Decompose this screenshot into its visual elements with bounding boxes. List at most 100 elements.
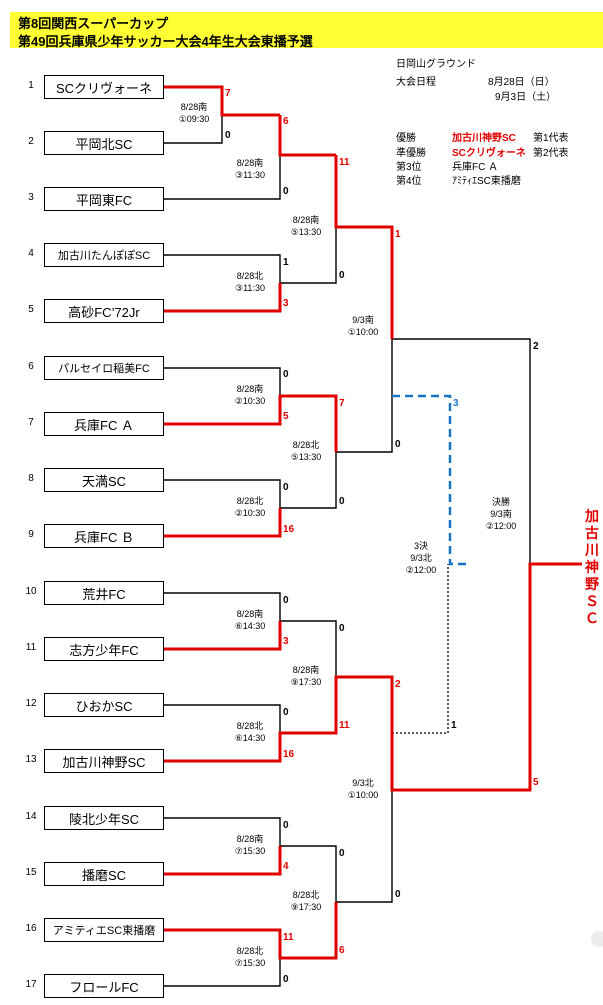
match-date: 8/28南	[236, 609, 264, 619]
tournament-title: 第8回関西スーパーカップ	[18, 16, 169, 31]
score: 7	[339, 398, 345, 409]
team-box: 兵庫FC Ａ	[44, 412, 164, 436]
match-date: 8/28南	[236, 158, 264, 168]
match-time: ③11:30	[235, 170, 265, 180]
match-label: 8/28北 ⑨17:30	[284, 889, 328, 913]
match-time: ⑦15:30	[234, 846, 266, 856]
result-team-1: 加古川神野SC	[452, 133, 516, 144]
match-time: ⑤13:30	[290, 452, 322, 462]
final-label: 決勝 9/3南 ②12:00	[478, 496, 524, 532]
match-date: 8/28南	[180, 102, 208, 112]
score: 2	[533, 341, 539, 352]
schedule-date-2: 9月3日（土）	[495, 92, 557, 103]
match-date: 8/28北	[236, 946, 264, 956]
match-time: ①10:00	[347, 327, 379, 337]
third-place-date: 9/3北	[410, 553, 432, 563]
score: 11	[283, 932, 294, 943]
match-label: 8/28南 ②10:30	[228, 383, 272, 407]
team-box: 平岡東FC	[44, 187, 164, 211]
score: 0	[395, 889, 401, 900]
match-date: 8/28北	[236, 271, 264, 281]
match-time: ②10:30	[234, 396, 266, 406]
schedule-label: 大会日程	[396, 77, 436, 88]
score: 6	[339, 945, 345, 956]
score: 11	[339, 157, 350, 168]
seed-number: 3	[28, 192, 34, 203]
score: 0	[339, 496, 345, 507]
score: 0	[225, 130, 231, 141]
third-place-title: 3決	[413, 541, 428, 551]
match-label: 8/28南 ⑤13:30	[284, 214, 328, 238]
score: 0	[283, 974, 289, 985]
score: 0	[283, 186, 289, 197]
match-date: 8/28北	[236, 721, 264, 731]
seed-number: 17	[25, 979, 37, 990]
match-label: 8/28南 ⑥14:30	[228, 608, 272, 632]
final-date: 9/3南	[490, 509, 512, 519]
match-label: 8/28北 ⑥14:30	[228, 720, 272, 744]
score: 1	[395, 229, 401, 240]
match-label: 8/28南 ①09:30	[172, 101, 216, 125]
team-box: フロールFC	[44, 974, 164, 998]
team-box: 志方少年FC	[44, 637, 164, 661]
seed-number: 9	[28, 529, 34, 540]
match-date: 8/28南	[292, 215, 320, 225]
score: 0	[395, 439, 401, 450]
score: 1	[283, 257, 289, 268]
score: 5	[283, 411, 289, 422]
team-box: パルセイロ稲美FC	[44, 356, 164, 380]
result-rank-4: 第4位	[396, 176, 422, 187]
venue: 日岡山グラウンド	[396, 59, 476, 70]
score: 3	[283, 298, 289, 309]
match-date: 8/28南	[292, 665, 320, 675]
score: 0	[283, 482, 289, 493]
score: 0	[283, 707, 289, 718]
seed-number: 1	[28, 80, 34, 91]
match-time: ⑨17:30	[290, 902, 322, 912]
match-time: ②10:30	[234, 508, 266, 518]
score: 0	[283, 369, 289, 380]
result-note-1: 第1代表	[533, 133, 569, 144]
result-team-3: 兵庫FC Ａ	[452, 162, 499, 173]
schedule-date-1: 8月28日（日）	[488, 77, 555, 88]
match-date: 8/28南	[236, 384, 264, 394]
team-box: SCクリヴォーネ	[44, 75, 164, 99]
seed-number: 10	[25, 586, 37, 597]
team-box: 播磨SC	[44, 862, 164, 886]
team-box: 陵北少年SC	[44, 806, 164, 830]
match-time: ⑦15:30	[234, 958, 266, 968]
seed-number: 12	[25, 698, 37, 709]
score: 4	[283, 861, 289, 872]
match-label: 8/28南 ③11:30	[228, 157, 272, 181]
match-time: ⑥14:30	[234, 733, 266, 743]
score: 3	[453, 398, 459, 409]
final-time: ②12:00	[485, 521, 517, 531]
score: 16	[283, 749, 295, 760]
team-box: 高砂FC’72Jr	[44, 299, 164, 323]
seed-number: 14	[25, 811, 37, 822]
team-box: 天満SC	[44, 468, 164, 492]
match-time: ③11:30	[235, 283, 265, 293]
score: 2	[395, 679, 401, 690]
team-box: ひおかSC	[44, 693, 164, 717]
third-place-time: ②12:00	[405, 565, 437, 575]
match-time: ⑥14:30	[234, 621, 266, 631]
scroll-indicator[interactable]	[591, 931, 603, 947]
match-label: 8/28北 ③11:30	[228, 270, 272, 294]
match-time: ①09:30	[178, 114, 210, 124]
seed-number: 15	[25, 867, 37, 878]
champion-char: 野	[585, 576, 599, 592]
final-title: 決勝	[491, 497, 510, 507]
match-date: 8/28北	[292, 890, 320, 900]
champion-char: 川	[585, 542, 599, 558]
tournament-subtitle: 第49回兵庫県少年サッカー大会4年生大会東播予選	[18, 34, 313, 49]
match-time: ⑤13:30	[290, 227, 322, 237]
match-time: ⑨17:30	[290, 677, 322, 687]
seed-number: 11	[25, 642, 37, 653]
